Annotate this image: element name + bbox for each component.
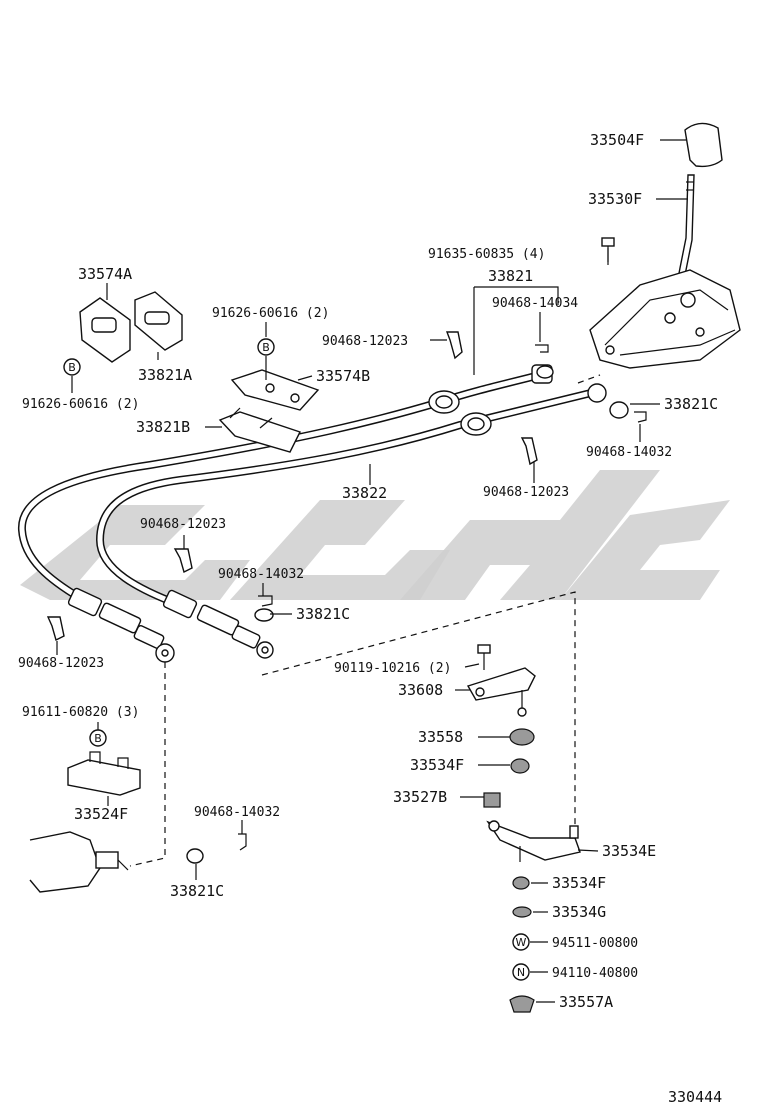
dashed-guide-right: [261, 591, 576, 825]
label-90468-12023-mid: 90468-12023: [140, 517, 226, 532]
shift-knob: [684, 122, 723, 168]
label-33534F-a: 33534F: [410, 756, 464, 774]
label-33558: 33558: [418, 728, 463, 746]
dashed-guide-upper: [577, 374, 601, 384]
figure-number: 330444: [668, 1088, 722, 1106]
label-33534G: 33534G: [552, 903, 606, 921]
bushing-33534F-a: [510, 758, 530, 774]
clip-90468-12023-mid: [173, 548, 193, 574]
marker-b-left: B: [63, 358, 81, 376]
label-33557A: 33557A: [559, 993, 613, 1011]
lever-33608: [466, 667, 536, 717]
label-90119-10216: 90119-10216 (2): [334, 661, 451, 676]
label-90468-12023-left: 90468-12023: [18, 656, 104, 671]
washer-33821C-mid: [254, 608, 274, 622]
cable-end-socket: [531, 364, 554, 384]
bushing-33558: [509, 728, 535, 746]
bushing-33557A: [509, 995, 535, 1013]
bracket-33821B: [218, 407, 301, 453]
lever-33534E: [486, 820, 581, 862]
label-91611-60820: 91611-60820 (3): [22, 705, 139, 720]
label-33534F-b: 33534F: [552, 874, 606, 892]
label-33530F: 33530F: [588, 190, 642, 208]
clip-90468-14032-mid: [258, 595, 273, 607]
transmission-shift-shaft: [29, 831, 129, 893]
label-94110-40800: 94110-40800: [552, 966, 638, 981]
label-33821A: 33821A: [138, 366, 192, 384]
label-33821C-low: 33821C: [170, 882, 224, 900]
shift-lever-housing: [589, 269, 741, 369]
marker-n: N: [512, 963, 530, 981]
label-90468-14034: 90468-14034: [492, 296, 578, 311]
watermark-logo: [20, 470, 730, 600]
collar-33527B: [483, 792, 501, 808]
label-91635-60835: 91635-60835 (4): [428, 247, 545, 262]
marker-b-top-text: B: [262, 341, 270, 354]
label-33822: 33822: [342, 484, 387, 502]
marker-b-lower-text: B: [94, 732, 102, 745]
label-90468-14032-low: 90468-14032: [194, 805, 280, 820]
label-33574B: 33574B: [316, 367, 370, 385]
label-33524F: 33524F: [74, 805, 128, 823]
bracket-33574A: [79, 297, 131, 363]
marker-b-lower: B: [89, 729, 107, 747]
washer-33534G: [512, 906, 532, 918]
clip-90468-12023-upper: [445, 331, 463, 360]
label-33821: 33821: [488, 267, 533, 285]
dashed-guide-left: [129, 662, 166, 867]
bolt-90119-10216: [477, 644, 491, 670]
marker-w-text: W: [516, 936, 527, 949]
label-33821C-right: 33821C: [664, 395, 718, 413]
marker-w: W: [512, 933, 530, 951]
label-94511-00800: 94511-00800: [552, 936, 638, 951]
label-33534E: 33534E: [602, 842, 656, 860]
clip-90468-12023-left: [46, 616, 65, 642]
shift-cable-end-fittings: [162, 589, 274, 659]
clip-90468-14034: [535, 344, 549, 353]
clip-90468-14032-low: [238, 833, 247, 851]
label-91626-60616-top: 91626-60616 (2): [212, 306, 329, 321]
label-33574A: 33574A: [78, 265, 132, 283]
cable-grommet-upper: [428, 390, 460, 414]
label-90468-12023-upper: 90468-12023: [322, 334, 408, 349]
label-90468-14032-mid: 90468-14032: [218, 567, 304, 582]
clip-90468-12023-right: [520, 437, 538, 466]
leader-lines: [56, 139, 688, 1003]
select-cable-end-fittings: [67, 587, 175, 663]
washer-33821C-right: [609, 401, 629, 419]
cable-ball-end: [587, 383, 607, 403]
marker-b-left-text: B: [68, 361, 76, 374]
cable-grommet-lower: [460, 412, 492, 436]
label-33504F: 33504F: [590, 131, 644, 149]
label-33527B: 33527B: [393, 788, 447, 806]
bracket-33524F: [67, 751, 141, 796]
label-91626-60616-left: 91626-60616 (2): [22, 397, 139, 412]
marker-b-top: B: [257, 338, 275, 356]
marker-n-text: N: [517, 966, 525, 979]
label-90468-14032-right: 90468-14032: [586, 445, 672, 460]
label-33608: 33608: [398, 681, 443, 699]
label-90468-12023-right: 90468-12023: [483, 485, 569, 500]
washer-33821C-low: [186, 848, 204, 864]
bracket-33574B: [230, 369, 320, 411]
label-33821C-mid: 33821C: [296, 605, 350, 623]
bushing-33534F-b: [512, 876, 530, 890]
cover-33821A: [134, 291, 183, 351]
label-33821B: 33821B: [136, 418, 190, 436]
clip-90468-14032-right: [634, 411, 647, 423]
